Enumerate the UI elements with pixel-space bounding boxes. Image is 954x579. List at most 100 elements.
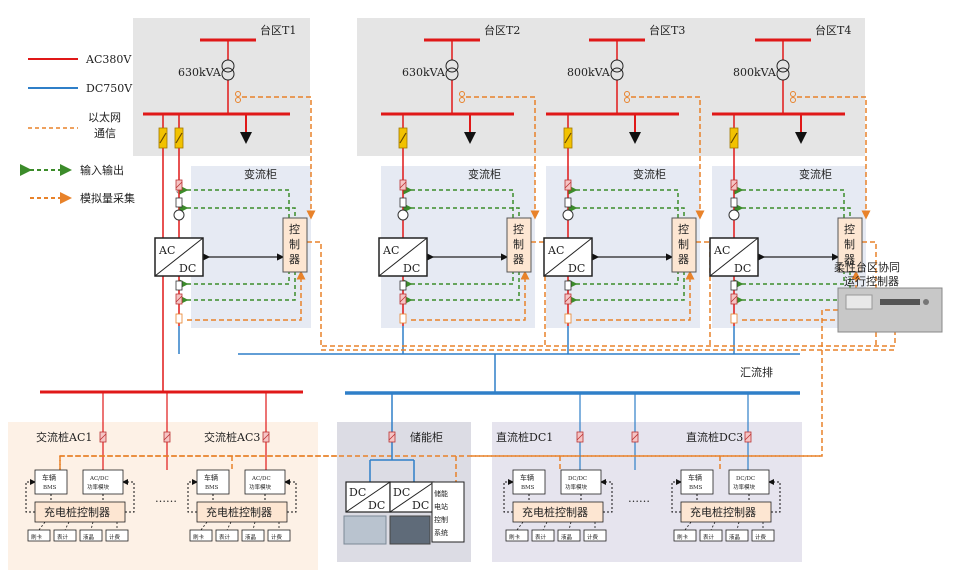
analog-lower-1 bbox=[187, 270, 306, 321]
ac-pile-left-per-link-0 bbox=[38, 521, 46, 531]
controller-4 bbox=[837, 217, 863, 273]
dc-pile-right-bms bbox=[680, 469, 714, 495]
io-lower-4-0 bbox=[734, 272, 845, 289]
storage-dcdc-right-a: DC bbox=[393, 486, 410, 499]
dc-pile-right-per-link-1 bbox=[710, 521, 716, 531]
ac-pile-right-per-label-3: 计费 bbox=[271, 533, 283, 541]
ac-pile-right-bms-2: BMS bbox=[205, 485, 219, 491]
acdc-dc-3: DC bbox=[568, 262, 585, 275]
ct-2 bbox=[397, 209, 409, 221]
dc-pile-right-per-1 bbox=[699, 529, 723, 542]
controller-char-1-2: 器 bbox=[289, 253, 300, 266]
ac-pile-left-bms-2: BMS bbox=[43, 485, 57, 491]
dc-pile-left-loop-r bbox=[600, 479, 613, 513]
ac-pile-left-per-link-2 bbox=[90, 521, 94, 531]
legend-analog-label: 模拟量采集 bbox=[80, 191, 135, 205]
controller-2 bbox=[506, 217, 532, 273]
coordinator-display bbox=[880, 299, 920, 305]
eth-ctrl-2 bbox=[531, 241, 546, 345]
ac-pile-right-loop-l bbox=[187, 479, 198, 513]
dc-pile-right-per-label-2: 液晶 bbox=[729, 533, 741, 541]
ac-pile-left-loop-l bbox=[25, 479, 36, 513]
switch-lower-1 bbox=[175, 280, 183, 291]
dc-pile-left-per-3 bbox=[583, 529, 607, 542]
ct-sensor-a-3 bbox=[624, 91, 630, 97]
transformer-lower-2 bbox=[445, 67, 459, 81]
dc-pile-left-per-1 bbox=[531, 529, 555, 542]
switch-upper-1 bbox=[175, 197, 183, 208]
acdc-dc-2: DC bbox=[403, 262, 420, 275]
dc-pile-fuse-1-slash bbox=[631, 433, 639, 441]
cabinet-label-1: 变流柜 bbox=[244, 167, 277, 181]
dc-pile-ellipsis: …… bbox=[628, 492, 650, 505]
dc-pile-left-module-1: DC/DC bbox=[568, 476, 587, 482]
analog-lower-2 bbox=[411, 270, 530, 321]
ac-pile-left-per-label-1: 表计 bbox=[57, 533, 69, 541]
ac-pile-left-module bbox=[82, 469, 124, 495]
legend-ac-label: AC380V bbox=[85, 53, 132, 66]
io-lower-3-1 bbox=[568, 272, 685, 305]
analog-lower-3 bbox=[576, 270, 695, 321]
dc-pile-right-per-label-0: 刷卡 bbox=[677, 533, 689, 541]
io-lower-2-0 bbox=[403, 272, 514, 289]
acdc-dc-1: DC bbox=[179, 262, 196, 275]
ac-pile-right-controller-label: 充电桩控制器 bbox=[206, 505, 272, 519]
switch-upper-3 bbox=[564, 197, 572, 208]
controller-char-2-2: 器 bbox=[513, 253, 524, 266]
fuse-upper-3-slash bbox=[564, 181, 572, 189]
ac-pile-left-per-label-3: 计费 bbox=[109, 533, 121, 541]
dc-pile-right-per-0 bbox=[673, 529, 697, 542]
transformer-lower-3 bbox=[610, 67, 624, 81]
legend-dc-label: DC750V bbox=[86, 82, 133, 95]
controller-char-4-2: 器 bbox=[844, 253, 855, 266]
acdc-ac-4: AC bbox=[713, 244, 730, 257]
storage-dcdc-right-b: DC bbox=[412, 499, 429, 512]
ac-pile-left-title: 交流桩AC1 bbox=[36, 430, 92, 444]
controller-char-1-0: 控 bbox=[289, 222, 300, 236]
ac-pile-left-per-0 bbox=[27, 529, 51, 542]
ac-pile-right-per-label-2: 液晶 bbox=[245, 533, 257, 541]
controller-char-4-0: 控 bbox=[844, 222, 855, 236]
ct-sensor-a-2 bbox=[459, 91, 465, 97]
zone-rating-4: 800kVA bbox=[733, 66, 777, 79]
dc-pile-left-per-label-1: 表计 bbox=[535, 533, 547, 541]
ac-pile-left-per-2 bbox=[79, 529, 103, 542]
dc-pile-left-per-0 bbox=[505, 529, 529, 542]
storage-station-text-1: 电站 bbox=[434, 502, 448, 511]
storage-station-text-0: 储能 bbox=[434, 489, 448, 498]
ac-pile-right-per-1 bbox=[215, 529, 239, 542]
feeder-mark: ‹ bbox=[176, 188, 179, 196]
io-lower-1-0 bbox=[179, 272, 290, 289]
ac-pile-left-per-label-2: 液晶 bbox=[83, 533, 95, 541]
storage-station-box bbox=[431, 481, 465, 543]
breaker-4-slash bbox=[730, 132, 738, 144]
coordinator-screen bbox=[845, 294, 873, 310]
eth-backbone bbox=[322, 332, 896, 347]
transformer-upper-1 bbox=[221, 59, 235, 73]
dc-pile-left-controller bbox=[512, 501, 604, 523]
dc-pile-left-per-link-0 bbox=[516, 521, 524, 531]
ac-pile-right-per-3 bbox=[267, 529, 291, 542]
legend: AC380V DC750V 以太网 通信 输入输出 模拟量采集 bbox=[20, 53, 135, 205]
dc-pile-left-per-link-1 bbox=[542, 521, 548, 531]
io-lower-3-0 bbox=[568, 272, 679, 289]
zone-rating-3: 800kVA bbox=[567, 66, 611, 79]
dc-pile-left-per-label-2: 液晶 bbox=[561, 533, 573, 541]
dc-pile-left-per-label-0: 刷卡 bbox=[509, 533, 521, 541]
ac-pile-right-per-link-1 bbox=[226, 521, 232, 531]
ac-pile-right-per-link-2 bbox=[252, 521, 256, 531]
eth-ctrl-1 bbox=[307, 241, 322, 345]
ct-sensor-a-1 bbox=[235, 91, 241, 97]
transformer-upper-2 bbox=[445, 59, 459, 73]
eth-ctrl-3 bbox=[696, 241, 711, 345]
cabinet-label-3: 变流柜 bbox=[633, 167, 666, 181]
dc-pile-right-bms-1: 车辆 bbox=[688, 473, 702, 482]
ac-pile-fuse-2-slash bbox=[262, 433, 270, 441]
legend-io-label: 输入输出 bbox=[80, 163, 124, 177]
dc-pile-right-per-link-0 bbox=[684, 521, 692, 531]
coordinator-label-2: 运行控制器 bbox=[844, 274, 899, 288]
breaker-2-slash bbox=[399, 132, 407, 144]
controller-char-2-1: 制 bbox=[513, 238, 524, 251]
transformer-lower-1 bbox=[221, 67, 235, 81]
dc-pile-right-loop-l bbox=[671, 479, 682, 513]
